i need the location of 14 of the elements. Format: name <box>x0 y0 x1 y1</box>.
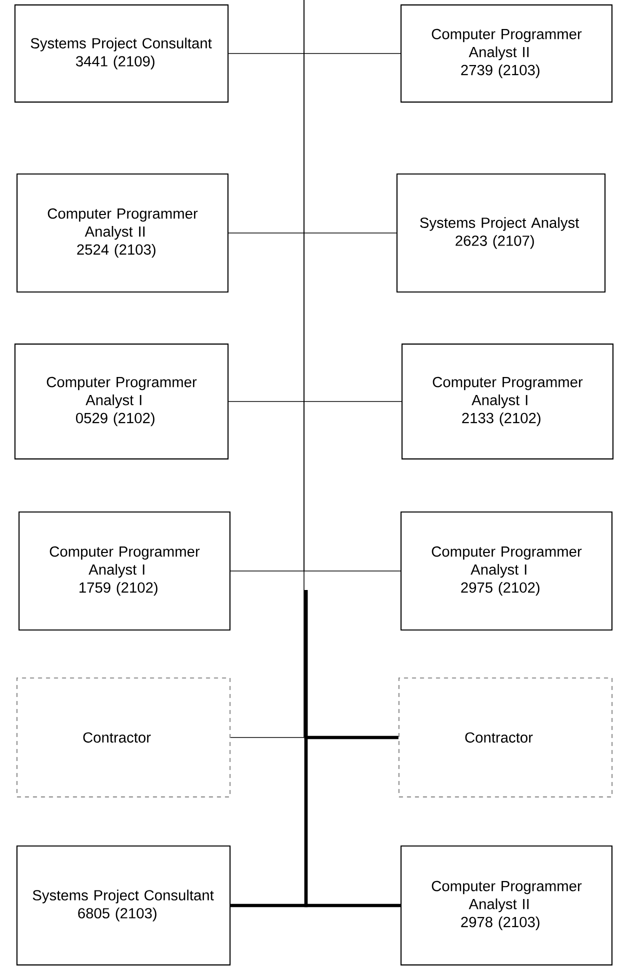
position-box: Computer Programmer Analyst I 0529 (2102) <box>14 344 229 460</box>
position-box: Computer Programmer Analyst I 1759 (2102) <box>18 511 230 631</box>
connector-line <box>230 0 304 738</box>
dashed-box: Contractor <box>398 678 613 798</box>
position-box: Systems Project Consultant 3441 (2109) <box>14 4 229 103</box>
position-box: Computer Programmer Analyst II 2524 (2103) <box>16 173 228 293</box>
position-box: Systems Project Consultant 6805 (2103) <box>16 846 231 966</box>
connector-line <box>304 590 400 908</box>
position-box: Systems Project Analyst 2623 (2107) <box>396 173 606 293</box>
dashed-box: Contractor <box>16 678 231 798</box>
position-box: Computer Programmer Analyst I 2133 (2102) <box>402 344 614 460</box>
position-box: Computer Programmer Analyst II 2978 (2103) <box>400 846 612 966</box>
position-box: Computer Programmer Analyst I 2975 (2102) <box>400 511 612 631</box>
position-box: Computer Programmer Analyst II 2739 (2103) <box>400 4 612 103</box>
